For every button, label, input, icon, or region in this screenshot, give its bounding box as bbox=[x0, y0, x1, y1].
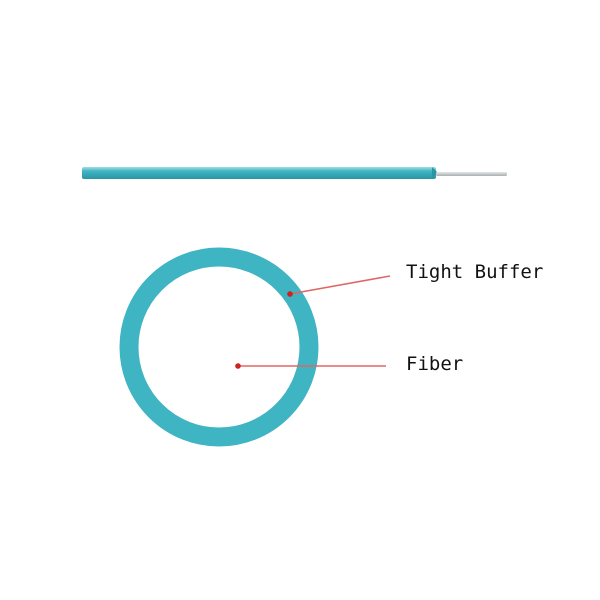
fiber-label: Fiber bbox=[406, 353, 463, 375]
cable-side-view bbox=[82, 167, 507, 179]
tight-buffer-ring bbox=[119, 247, 319, 447]
fiber-anchor-dot bbox=[235, 363, 241, 369]
jacket-cut-end bbox=[432, 167, 438, 179]
tight-buffer-label: Tight Buffer bbox=[406, 261, 543, 283]
tight-buffer-jacket bbox=[82, 167, 436, 179]
tight-buffer-callout: Tight Buffer bbox=[287, 261, 543, 297]
fiber-core bbox=[139, 267, 299, 427]
tight-buffer-leader-line bbox=[289, 275, 391, 295]
fiber-callout: Fiber bbox=[235, 353, 463, 375]
cable-cross-section bbox=[119, 247, 319, 447]
tight-buffer-anchor-dot bbox=[287, 291, 293, 297]
exposed-fiber-strand bbox=[436, 172, 507, 176]
